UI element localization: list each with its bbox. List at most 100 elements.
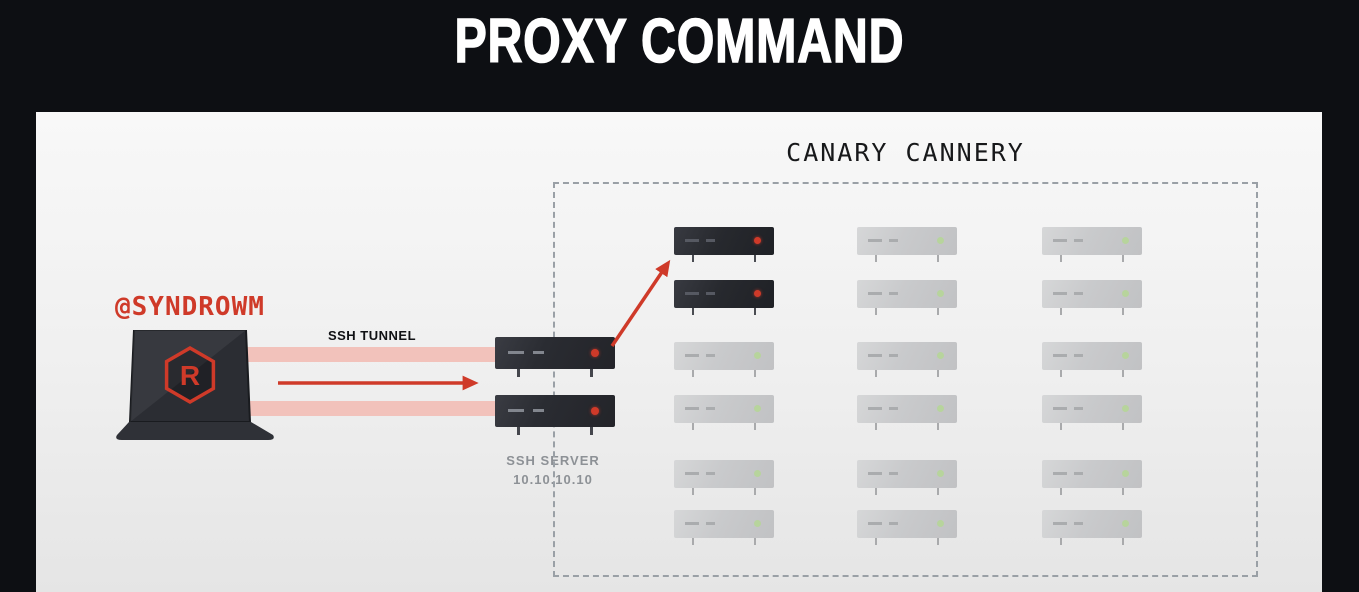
server-leg (937, 370, 939, 377)
server-vent-line (889, 239, 898, 242)
server-led (754, 352, 761, 359)
server-vent-line (685, 522, 699, 525)
server-leg (1122, 423, 1124, 430)
server-led (937, 520, 944, 527)
server-vent-line (1053, 354, 1067, 357)
server-leg (875, 423, 877, 430)
server-vent-line (1053, 239, 1067, 242)
canary-server (1042, 342, 1142, 377)
server-led (591, 349, 599, 357)
server-led (754, 405, 761, 412)
ssh-tunnel-band-bottom (236, 401, 498, 416)
server-led (754, 470, 761, 477)
server-leg (937, 423, 939, 430)
server-vent-line (533, 409, 544, 412)
server-leg (875, 538, 877, 545)
ssh-tunnel-label: SSH TUNNEL (327, 328, 417, 343)
server-led (1122, 470, 1129, 477)
canary-title: CANARY CANNERY (786, 138, 1025, 167)
canary-server (857, 227, 957, 262)
server-vent-line (868, 239, 882, 242)
server-leg (1122, 488, 1124, 495)
server-vent-line (1074, 407, 1083, 410)
server-vent-line (1074, 472, 1083, 475)
canary-server (1042, 510, 1142, 545)
server-vent-line (889, 472, 898, 475)
server-leg (517, 369, 520, 377)
server-vent-line (1053, 407, 1067, 410)
ssh-server-caption: SSH SERVER 10.10.10.10 (473, 451, 633, 489)
ssh-server-bottom (495, 395, 615, 435)
server-leg (754, 488, 756, 495)
server-vent-line (685, 407, 699, 410)
server-led (754, 237, 761, 244)
server-leg (754, 308, 756, 315)
server-vent-line (706, 407, 715, 410)
server-leg (937, 308, 939, 315)
canary-server (1042, 280, 1142, 315)
canary-server (1042, 227, 1142, 262)
diagram-panel: SSH TUNNEL @SYNDROWM R SSH SERVER (36, 112, 1322, 592)
hexagon-logo-icon (164, 345, 216, 405)
server-vent-line (1074, 239, 1083, 242)
server-vent-line (889, 354, 898, 357)
server-leg (692, 538, 694, 545)
server-leg (754, 255, 756, 262)
server-leg (875, 255, 877, 262)
server-vent-line (706, 522, 715, 525)
canary-server-compromised (674, 280, 774, 315)
server-leg (1122, 370, 1124, 377)
attacker-laptop: R (116, 330, 274, 440)
canary-boundary (553, 182, 1258, 577)
server-led (937, 290, 944, 297)
server-vent-line (1053, 472, 1067, 475)
attacker-handle: @SYNDROWM (115, 292, 265, 322)
server-leg (875, 308, 877, 315)
canary-server-compromised (674, 227, 774, 262)
canary-server (857, 510, 957, 545)
server-leg (692, 308, 694, 315)
server-vent-line (706, 354, 715, 357)
server-vent-line (706, 472, 715, 475)
page-title: PROXY COMMAND (454, 6, 905, 77)
server-leg (875, 488, 877, 495)
canary-server (1042, 395, 1142, 430)
server-led (1122, 405, 1129, 412)
laptop-base (116, 422, 274, 440)
canary-server-grid (555, 184, 1256, 575)
server-leg (517, 427, 520, 435)
server-vent-line (508, 351, 524, 354)
server-vent-line (889, 407, 898, 410)
canary-server (1042, 460, 1142, 495)
canary-server (857, 395, 957, 430)
server-vent-line (533, 351, 544, 354)
server-leg (1122, 308, 1124, 315)
server-leg (875, 370, 877, 377)
server-leg (692, 488, 694, 495)
server-vent-line (685, 239, 699, 242)
title-bar: PROXY COMMAND (0, 6, 1359, 77)
ssh-server-name: SSH SERVER (506, 453, 600, 468)
ssh-server-top (495, 337, 615, 377)
server-led (937, 237, 944, 244)
server-leg (754, 370, 756, 377)
canary-server (674, 395, 774, 430)
server-led (754, 520, 761, 527)
server-led (937, 470, 944, 477)
server-vent-line (868, 292, 882, 295)
server-led (591, 407, 599, 415)
server-leg (754, 423, 756, 430)
server-vent-line (1074, 354, 1083, 357)
server-vent-line (685, 354, 699, 357)
server-led (937, 405, 944, 412)
server-leg (1060, 255, 1062, 262)
server-led (1122, 520, 1129, 527)
server-vent-line (1074, 522, 1083, 525)
canary-server (857, 342, 957, 377)
server-vent-line (1074, 292, 1083, 295)
canary-server (857, 280, 957, 315)
server-led (1122, 352, 1129, 359)
server-leg (1122, 255, 1124, 262)
server-vent-line (1053, 522, 1067, 525)
